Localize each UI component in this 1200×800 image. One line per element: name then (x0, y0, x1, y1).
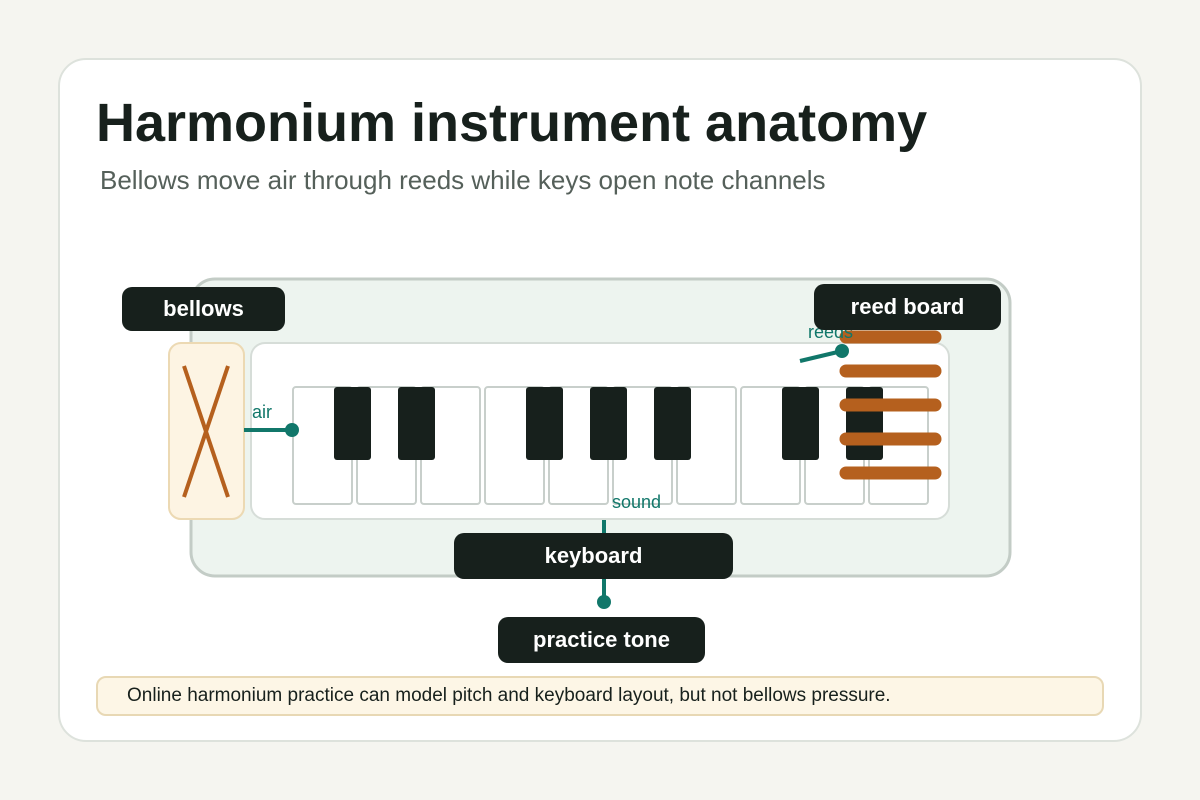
air-connector-dot (285, 423, 299, 437)
reed-board-label: reed board (814, 284, 1001, 330)
bellows-label: bellows (122, 287, 285, 331)
black-key (846, 387, 883, 460)
tone-connector-dot (597, 595, 611, 609)
black-key (334, 387, 371, 460)
black-key (654, 387, 691, 460)
black-keys (334, 387, 883, 460)
reeds-connector (799, 349, 843, 363)
page-subtitle: Bellows move air through reeds while key… (100, 165, 826, 195)
black-key (782, 387, 819, 460)
black-key (398, 387, 435, 460)
page-title: Harmonium instrument anatomy (96, 93, 928, 153)
practice-tone-label: practice tone (498, 617, 705, 663)
bellows-fold-right (182, 365, 230, 498)
reed-strips (839, 330, 942, 480)
keyboard-label: keyboard (454, 533, 733, 579)
black-key (526, 387, 563, 460)
sound-label: sound (612, 492, 662, 512)
black-key (590, 387, 627, 460)
practice-note: Online harmonium practice can model pitc… (96, 676, 1104, 716)
reeds-connector-dot (835, 344, 849, 358)
air-label: air (252, 402, 273, 422)
